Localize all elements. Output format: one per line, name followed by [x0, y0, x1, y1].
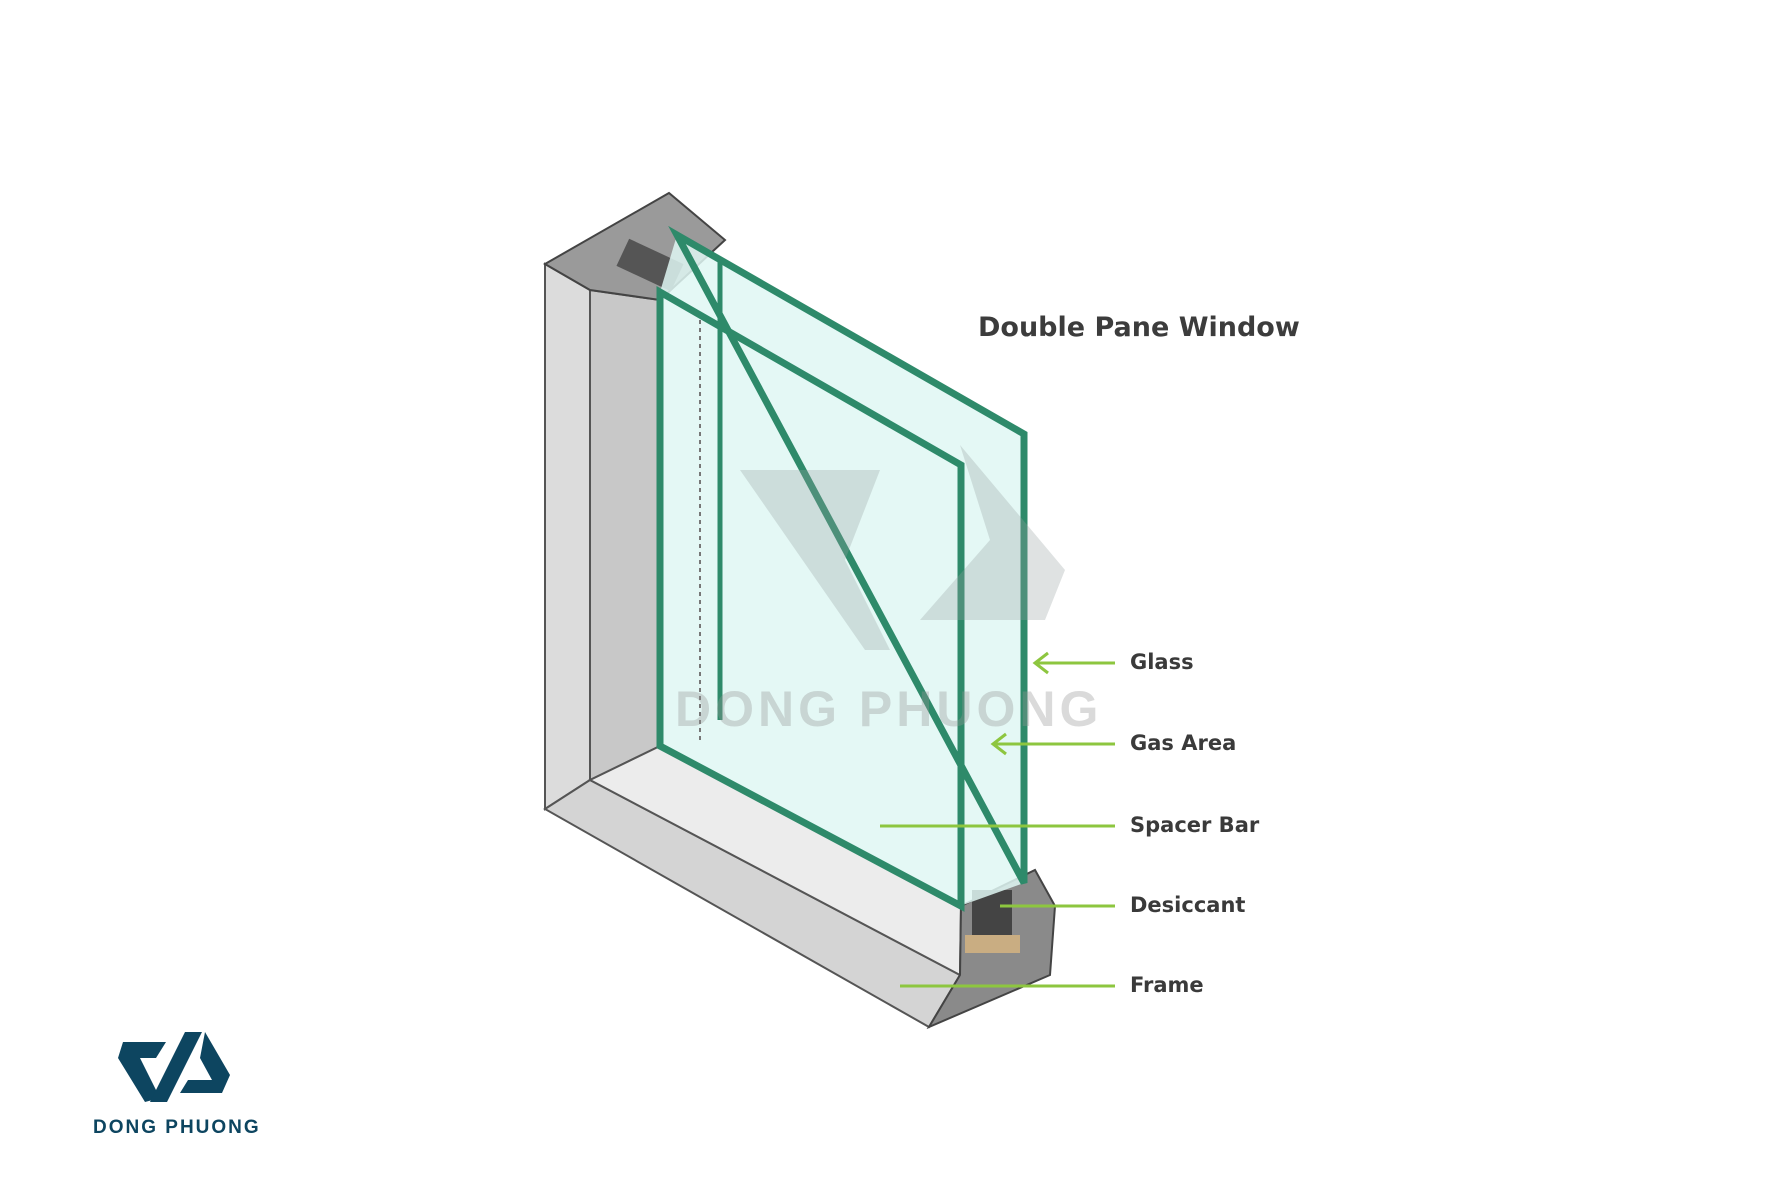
- frame-left-face: [544, 262, 591, 811]
- spacer-bottom: [965, 935, 1020, 953]
- glass-gas-area: [660, 235, 1024, 906]
- logo-text: DONG PHUONG: [93, 1117, 261, 1138]
- outer-glass-pane: [668, 225, 1028, 885]
- arrow-gas-area: [990, 732, 1115, 756]
- inner-glass-pane: [656, 285, 965, 912]
- diagram-title: Double Pane Window: [978, 312, 1300, 343]
- frame-left-inner: [589, 288, 661, 782]
- label-arrows: [880, 651, 1115, 988]
- label-gas-area: Gas Area: [1130, 731, 1237, 755]
- label-desiccant: Desiccant: [1130, 893, 1246, 917]
- label-glass: Glass: [1130, 650, 1194, 674]
- label-spacer-bar: Spacer Bar: [1130, 813, 1260, 837]
- watermark-shape-2: [920, 445, 1065, 620]
- label-frame: Frame: [1130, 973, 1204, 997]
- arrow-glass: [1032, 651, 1115, 675]
- watermark-text: DONG PHUONG: [675, 681, 1103, 737]
- watermark-shape: [740, 470, 890, 650]
- logo-mark: [118, 1032, 230, 1102]
